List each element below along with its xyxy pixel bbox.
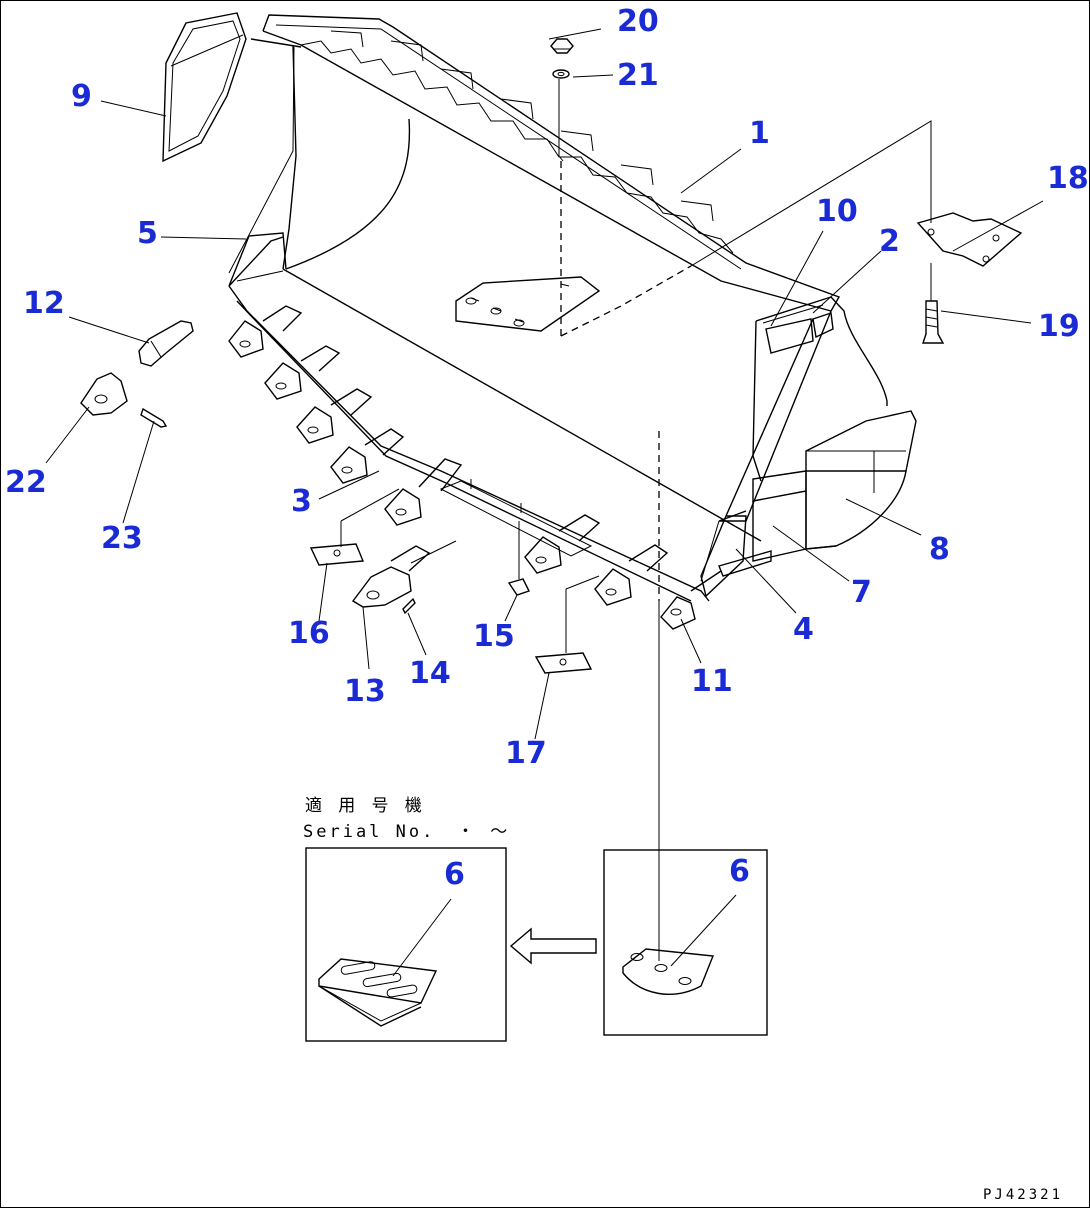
callout-18: 18 <box>1047 161 1089 196</box>
callout-9: 9 <box>71 79 92 114</box>
tooth-part-12 <box>138 320 194 367</box>
pin-part-14 <box>402 597 416 615</box>
serial-range: ・ 〜 <box>457 822 510 842</box>
bolt-part-19 <box>922 300 945 344</box>
callout-6-old: 6 <box>444 857 465 892</box>
callout-10: 10 <box>816 194 858 229</box>
callout-22: 22 <box>5 465 47 500</box>
callout-23: 23 <box>101 521 143 556</box>
leader-lines <box>45 28 1044 977</box>
plate-part-18 <box>916 212 1023 267</box>
assembly-lines <box>340 79 932 961</box>
callout-7: 7 <box>851 575 872 610</box>
callout-11: 11 <box>691 664 733 699</box>
bucket-body <box>228 14 917 602</box>
side-cutter-part-9 <box>162 12 247 163</box>
pin-part-23 <box>140 407 168 428</box>
callout-19: 19 <box>1038 309 1080 344</box>
plate-part-16 <box>309 543 365 566</box>
callout-21: 21 <box>617 58 659 93</box>
adapter-part-13 <box>351 545 431 608</box>
callout-17: 17 <box>505 736 547 771</box>
adapter-part-22 <box>80 372 128 416</box>
nut-part-20 <box>550 38 574 54</box>
callout-1: 1 <box>749 116 770 151</box>
serial-label-en: Serial No. <box>303 822 435 842</box>
callout-13: 13 <box>344 674 386 709</box>
shim-part-15 <box>507 578 530 596</box>
callout-2: 2 <box>879 224 900 259</box>
callout-20: 20 <box>617 4 659 39</box>
tooth-adapters <box>228 305 696 630</box>
callout-14: 14 <box>409 656 451 691</box>
plate-part-17 <box>534 652 593 674</box>
callout-4: 4 <box>793 612 814 647</box>
callout-15: 15 <box>473 619 515 654</box>
serial-inset-old <box>305 847 507 1042</box>
callout-16: 16 <box>288 616 330 651</box>
serial-inset-new <box>603 849 768 1036</box>
callout-12: 12 <box>23 286 65 321</box>
arrow-left-icon <box>509 927 597 965</box>
figure-code: PJ42321 <box>983 1187 1063 1203</box>
callout-6-new: 6 <box>729 854 750 889</box>
serial-label-jp: 適 用 号 機 <box>305 796 425 816</box>
washer-part-21 <box>552 69 570 79</box>
callout-3: 3 <box>291 484 312 519</box>
callout-5: 5 <box>137 216 158 251</box>
callout-8: 8 <box>929 532 950 567</box>
